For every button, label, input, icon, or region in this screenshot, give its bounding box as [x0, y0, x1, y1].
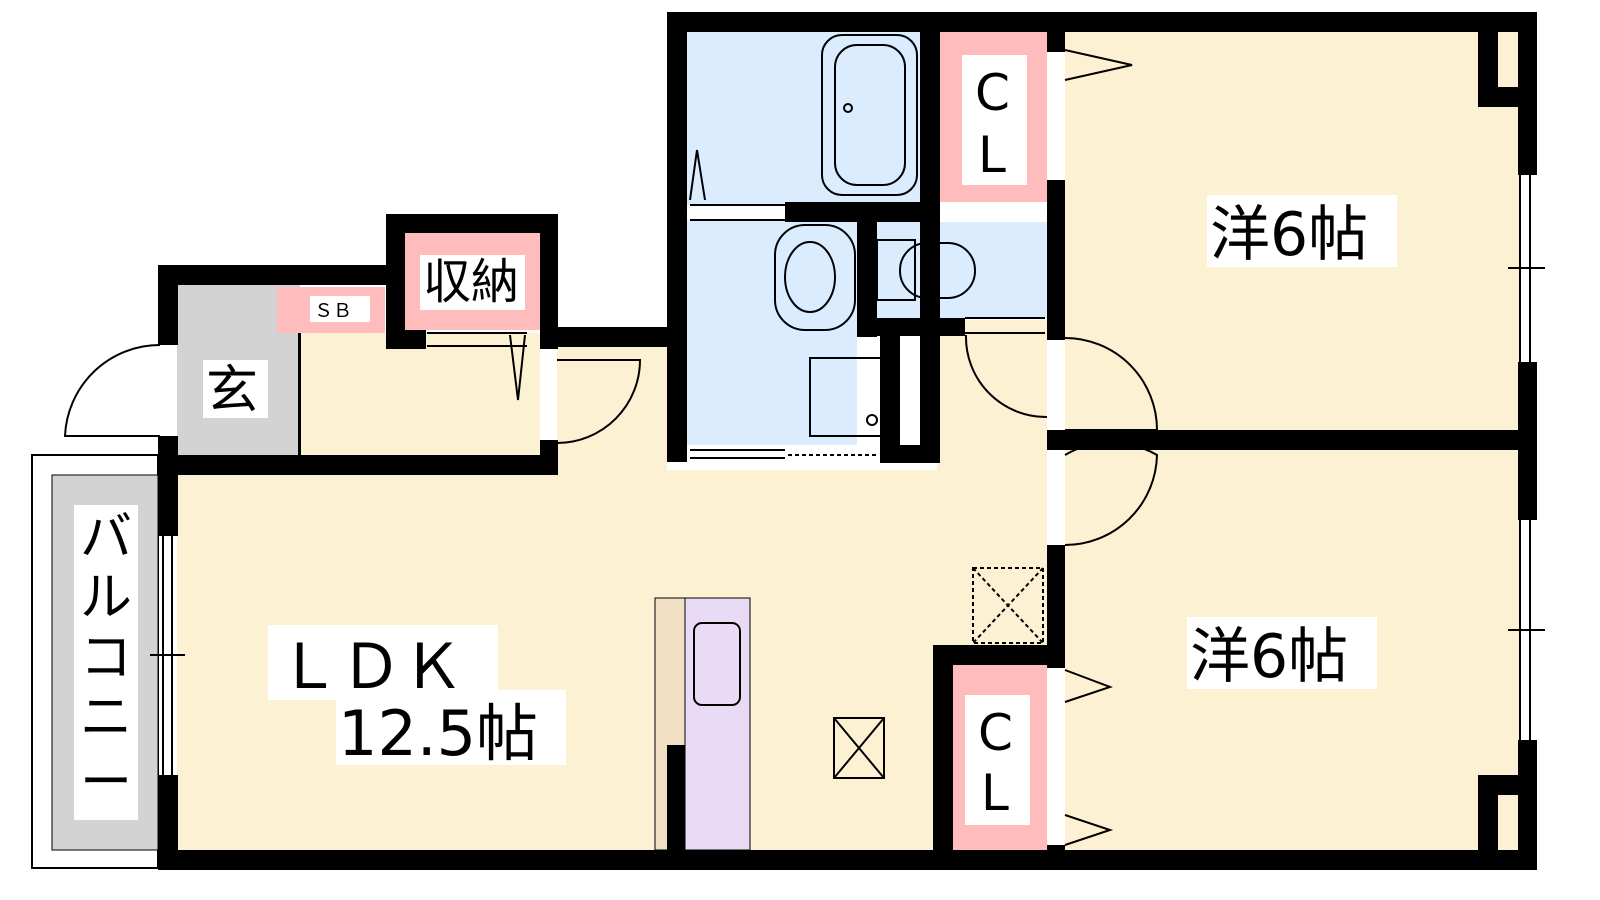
balcony-label-5: ー	[80, 753, 132, 813]
entrance-door	[63, 343, 161, 437]
entrance-label: 玄	[206, 361, 258, 421]
closet-upper-label-c: C	[975, 64, 1010, 122]
storage-label: 収納	[423, 254, 519, 310]
toilet-floor	[877, 222, 1047, 318]
closet-lower-label-l: L	[981, 764, 1009, 822]
washroom-floor	[685, 220, 857, 445]
walls	[158, 12, 1537, 870]
ldk-size-label: 12.5帖	[338, 697, 538, 770]
bathtub-icon	[821, 34, 918, 196]
balcony-label-2: ル	[80, 568, 132, 628]
bedroom-lower-label: 洋6帖	[1190, 622, 1348, 692]
labels: 洋6帖 洋6帖 C L C L 収納 ＳＢ 玄 バ ル コ ニ ー ＬＤＫ 12…	[74, 55, 1397, 825]
fixtures	[63, 34, 1545, 846]
sink-icon	[693, 622, 741, 706]
hallway-door	[556, 359, 642, 444]
ldk-floor-upper	[557, 345, 667, 475]
pillar-icon	[833, 717, 885, 779]
balcony-label-4: ニ	[80, 688, 132, 748]
fridge-space	[972, 567, 1044, 644]
bedroom-upper-door	[1064, 337, 1159, 431]
hallway-floor	[300, 333, 540, 455]
bathtub-inner	[834, 44, 906, 186]
balcony-label-3: コ	[80, 628, 132, 688]
hall-floor	[937, 320, 1047, 650]
balcony-label-1: バ	[80, 508, 132, 568]
closet-lower-label-c: C	[978, 704, 1013, 762]
closet-upper-label-l: L	[978, 126, 1006, 184]
bedroom-upper-label: 洋6帖	[1210, 200, 1368, 270]
wash-basin-icon	[774, 224, 856, 331]
shoe-box-label: ＳＢ	[314, 300, 352, 322]
toilet-door	[964, 334, 1048, 419]
